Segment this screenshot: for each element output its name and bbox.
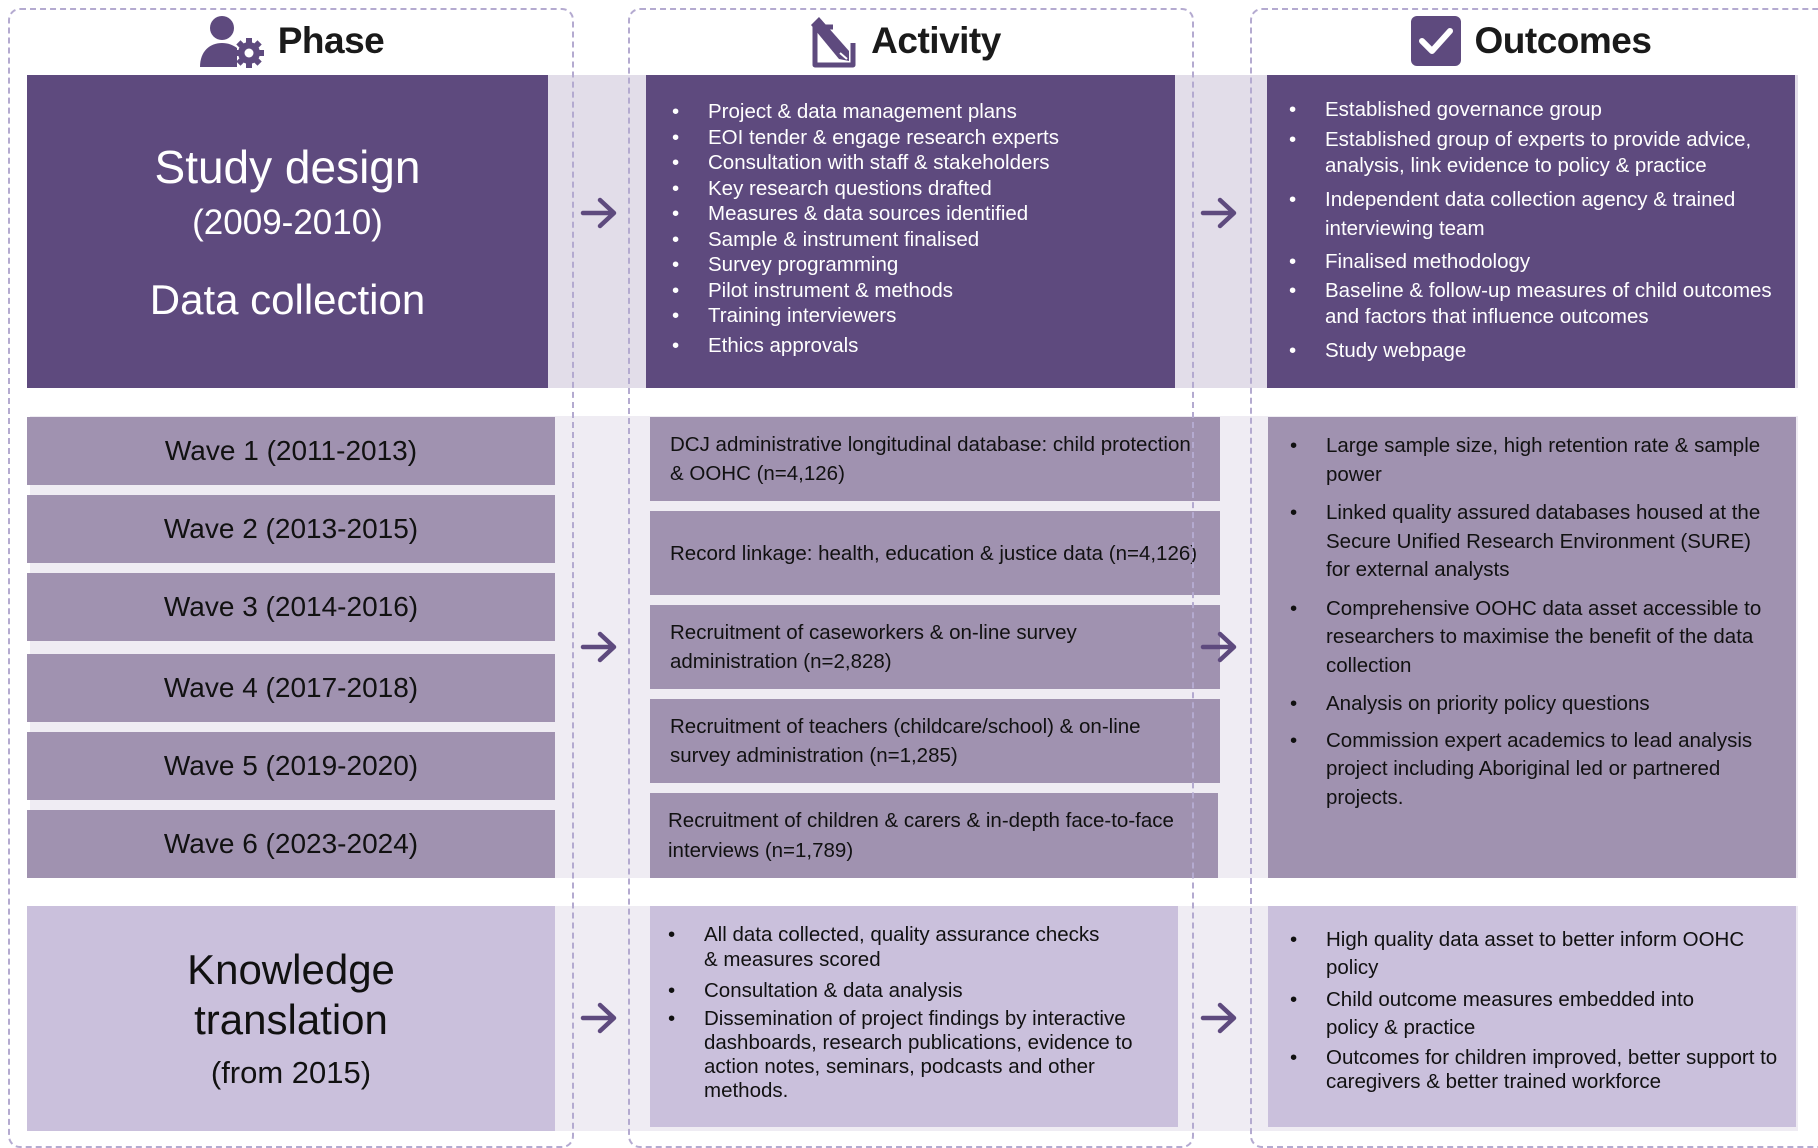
- knowledge-outcomes-box: High quality data asset to better inform…: [1268, 906, 1796, 1127]
- waves-outcomes-box: Large sample size, high retention rate &…: [1268, 417, 1796, 878]
- wave-activity-box: Record linkage: health, education & just…: [650, 511, 1220, 595]
- list-item: Established governance group: [1287, 97, 1775, 123]
- arrow-right-icon: [1200, 197, 1237, 229]
- waves-outcomes-list: Large sample size, high retention rate &…: [1288, 432, 1778, 812]
- knowledge-activities-box: All data collected, quality assurance ch…: [650, 906, 1178, 1127]
- list-item: Outcomes for children improved, better s…: [1288, 1046, 1778, 1094]
- list-item: Survey programming: [670, 252, 1155, 278]
- phase-column-outline: [8, 8, 574, 1148]
- user-gear-icon: [199, 16, 264, 68]
- knowledge-outcomes-list: High quality data asset to better inform…: [1288, 926, 1778, 1094]
- activity-header-label: Activity: [871, 20, 1001, 61]
- list-item: Pilot instrument & methods: [670, 278, 1155, 304]
- list-item: Ethics approvals: [670, 333, 1155, 359]
- wave-activity-text: Recruitment of children & carers & in-de…: [668, 808, 1174, 862]
- wave-activity-box: Recruitment of children & carers & in-de…: [650, 793, 1218, 878]
- list-item: Large sample size, high retention rate &…: [1288, 432, 1778, 489]
- list-item: Linked quality assured databases housed …: [1288, 499, 1778, 585]
- list-item: Consultation with staff & stakeholders: [670, 150, 1155, 176]
- check-square-icon: [1410, 16, 1461, 66]
- activity-header: Activity: [800, 10, 1010, 72]
- study-design-outcomes-box: Established governance group Established…: [1267, 75, 1795, 388]
- list-item: Dissemination of project findings by int…: [666, 1007, 1158, 1103]
- list-item: Study webpage: [1287, 338, 1775, 364]
- list-item: Commission expert academics to lead anal…: [1288, 727, 1778, 813]
- knowledge-title-line2: translation: [194, 995, 388, 1043]
- study-design-activities-box: Project & data management plans EOI tend…: [646, 75, 1175, 388]
- data-collection-label: Data collection: [149, 275, 426, 323]
- wave-activity-box: Recruitment of caseworkers & on-line sur…: [650, 605, 1220, 689]
- wave-box: Wave 4 (2017-2018): [27, 654, 555, 722]
- list-item: Measures & data sources identified: [670, 201, 1155, 227]
- list-item: Independent data collection agency & tra…: [1287, 185, 1775, 243]
- list-item: Child outcome measures embedded into pol…: [1288, 986, 1778, 1042]
- knowledge-title-line1: Knowledge: [187, 945, 395, 993]
- study-design-phase-box: Study design (2009-2010) Data collection: [27, 75, 548, 388]
- wave-activity-text: Recruitment of teachers (childcare/schoo…: [670, 715, 1141, 767]
- list-item: Finalised methodology: [1287, 249, 1775, 275]
- list-item: Sample & instrument finalised: [670, 227, 1155, 253]
- list-item: Consultation & data analysis: [666, 978, 1158, 1003]
- outcomes-header: Outcomes: [1400, 10, 1660, 72]
- arrow-right-icon: [1200, 631, 1237, 663]
- wave-activity-box: DCJ administrative longitudinal database…: [650, 417, 1220, 501]
- list-item: Baseline & follow-up measures of child o…: [1287, 278, 1775, 330]
- wave-box: Wave 5 (2019-2020): [27, 732, 555, 800]
- wave-activity-box: Recruitment of teachers (childcare/schoo…: [650, 699, 1220, 783]
- wave-box: Wave 6 (2023-2024): [27, 810, 555, 878]
- arrow-right-icon: [1200, 1002, 1237, 1034]
- phase-header: Phase: [180, 10, 400, 72]
- list-item: Established group of experts to provide …: [1287, 127, 1775, 179]
- knowledge-years: (from 2015): [210, 1054, 372, 1090]
- wave-box: Wave 2 (2013-2015): [27, 495, 555, 563]
- wave-box: Wave 3 (2014-2016): [27, 573, 555, 641]
- study-design-activities-list: Project & data management plans EOI tend…: [670, 99, 1155, 358]
- pencil-square-icon: [811, 17, 856, 68]
- list-item: All data collected, quality assurance ch…: [666, 922, 1158, 972]
- activity-column-outline: [628, 8, 1194, 1148]
- list-item: Comprehensive OOHC data asset accessible…: [1288, 595, 1778, 681]
- wave-activity-text: Record linkage: health, education & just…: [670, 541, 1198, 565]
- list-item: High quality data asset to better inform…: [1288, 926, 1778, 982]
- list-item: Analysis on priority policy questions: [1288, 690, 1778, 719]
- knowledge-activities-list: All data collected, quality assurance ch…: [666, 922, 1158, 1103]
- outcomes-header-label: Outcomes: [1474, 20, 1652, 61]
- phase-header-label: Phase: [277, 20, 385, 61]
- list-item: EOI tender & engage research experts: [670, 125, 1155, 151]
- list-item: Key research questions drafted: [670, 176, 1155, 202]
- arrow-right-icon: [580, 197, 617, 229]
- wave-box: Wave 1 (2011-2013): [27, 417, 555, 485]
- list-item: Training interviewers: [670, 303, 1155, 329]
- wave-activity-text: Recruitment of caseworkers & on-line sur…: [670, 621, 1077, 673]
- outcomes-column-outline: [1250, 8, 1818, 1148]
- study-design-title: Study design: [154, 140, 421, 193]
- knowledge-phase-box: Knowledge translation (from 2015): [27, 906, 555, 1131]
- study-design-years: (2009-2010): [192, 202, 383, 242]
- study-design-outcomes-list: Established governance group Established…: [1287, 97, 1775, 364]
- wave-activity-text: DCJ administrative longitudinal database…: [670, 433, 1191, 485]
- arrow-right-icon: [580, 631, 617, 663]
- arrow-right-icon: [580, 1002, 617, 1034]
- list-item: Project & data management plans: [670, 99, 1155, 125]
